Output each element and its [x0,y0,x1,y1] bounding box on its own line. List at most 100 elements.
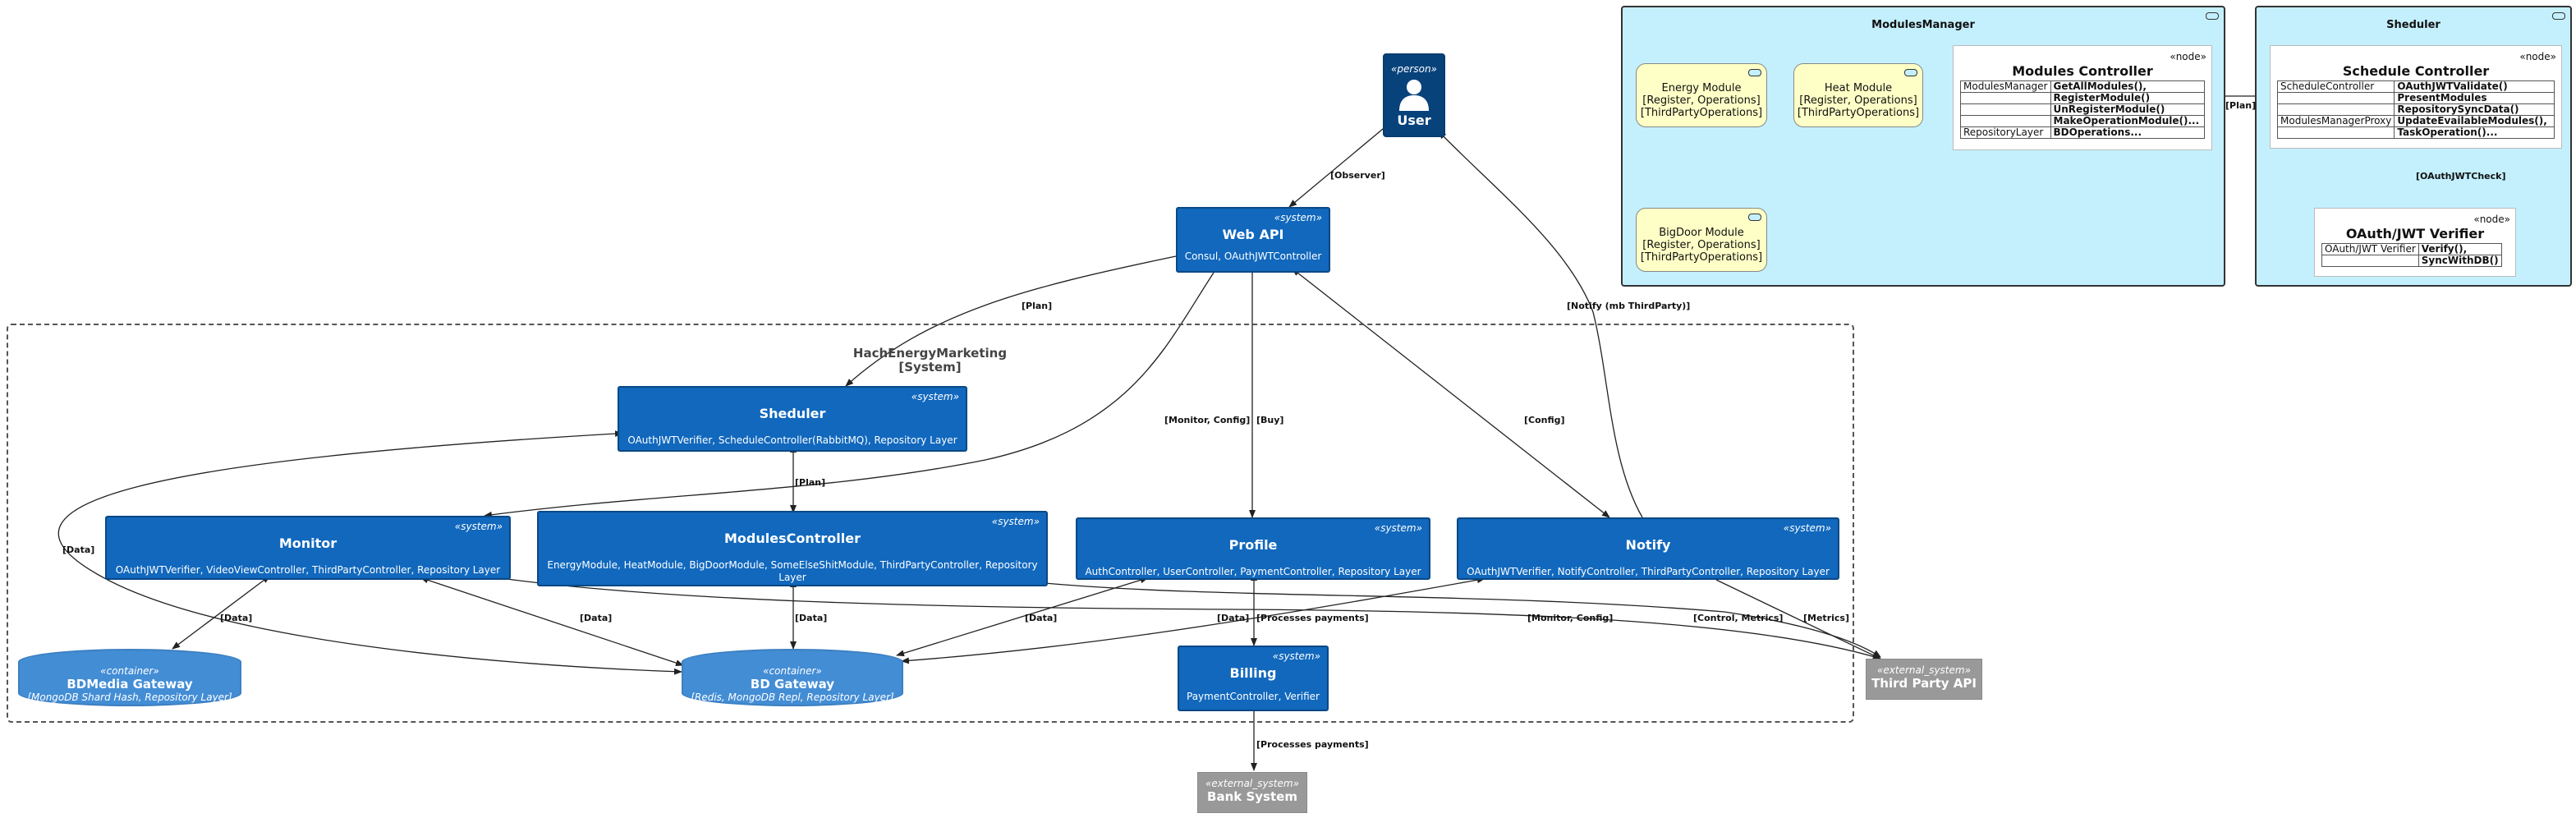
edge-label: [Plan] [2225,100,2257,111]
edge-label: [Data] [1025,613,1058,623]
edge-label: [Metrics] [1803,613,1849,623]
component-desc: [ThirdPartyOperations] [1797,107,1920,119]
modules-controller-node[interactable]: «node» Modules Controller ModulesManager… [1953,45,2212,150]
component-name: BigDoor Module [1659,227,1744,239]
edge-observer [1288,124,1389,208]
system-name: Monitor [278,535,337,551]
edge-label: [Data] [62,545,95,555]
package-icon [2552,12,2565,20]
edge-label: [Data] [220,613,253,623]
node-method: BDOperations... [2050,126,2205,139]
edge-label: [Data] [795,613,828,623]
node-cell: RepositoryLayer [1960,126,2051,139]
node-title: OAuth/JWT Verifier [2345,226,2485,241]
node-cell: OAuth/JWT Verifier [2321,243,2419,255]
package-title: Sheduler [2386,19,2441,31]
node-method: MakeOperationModule()... [2050,115,2205,127]
node-cell [2321,255,2419,267]
user-person[interactable]: «person» User [1383,53,1445,137]
package-title: ModulesManager [1871,19,1975,31]
node-method: UpdateEvailableModules(), [2394,115,2555,127]
container-name: BD Gateway [750,677,835,692]
external-name: Bank System [1207,789,1297,804]
external-stereotype: «external_system» [1205,778,1299,789]
system-desc: OAuthJWTVerifier, ScheduleController(Rab… [627,434,957,446]
schedule-controller-node[interactable]: «node» Schedule Controller ScheduleContr… [2270,45,2562,149]
external-stereotype: «external_system» [1877,664,1971,676]
node-method: PresentModules [2394,92,2555,104]
node-cell [1960,115,2051,127]
system-name: Billing [1229,665,1277,681]
bigdoor-module-component[interactable]: BigDoor Module [Register, Operations] [T… [1636,208,1767,272]
node-method: RepositorySyncData() [2394,103,2555,116]
edge-data-monitor-gw [420,577,684,666]
bdmedia-gateway-container[interactable]: «container» BDMedia Gateway [MongoDB Sha… [18,649,241,706]
bank-system-external[interactable]: «external_system» Bank System [1197,772,1307,813]
edge-label: [Processes payments] [1256,613,1369,623]
oauth-jwt-verifier-node[interactable]: «node» OAuth/JWT Verifier OAuth/JWT Veri… [2314,208,2516,277]
node-cell: ModulesManagerProxy [2276,115,2395,127]
edge-label: [Monitor, Config] [1527,613,1614,623]
edge-data-notify [901,577,1485,664]
component-icon [1904,69,1917,76]
component-icon [1748,69,1761,76]
node-method: TaskOperation()... [2394,126,2555,139]
notify-system[interactable]: «system» Notify OAuthJWTVerifier, Notify… [1457,517,1839,580]
sheduler-package[interactable]: Sheduler «node» Schedule Controller Sche… [2255,6,2572,287]
edge-monitor-config2 [500,577,1881,660]
edge-label: [OAuthJWTCheck] [2416,171,2506,182]
system-stereotype: «system» [454,521,503,532]
monitor-system[interactable]: «system» Monitor OAuthJWTVerifier, Video… [105,516,511,580]
node-stereotype: «node» [2170,51,2206,62]
system-stereotype: «system» [1272,650,1320,662]
component-name: Heat Module [1824,82,1893,94]
bd-gateway-container[interactable]: «container» BD Gateway [Redis, MongoDB R… [682,649,903,706]
heat-module-component[interactable]: Heat Module [Register, Operations] [Thir… [1793,63,1923,127]
node-method: RegisterModule() [2050,92,2205,104]
system-stereotype: «system» [991,516,1040,527]
web-api-system[interactable]: «system» Web API Consul, OAuthJWTControl… [1176,207,1330,273]
node-title: Modules Controller [2012,63,2153,79]
system-stereotype: «system» [1374,522,1422,534]
container-stereotype: «container» [100,665,159,677]
sheduler-system[interactable]: «system» Sheduler OAuthJWTVerifier, Sche… [618,386,967,452]
system-name: Profile [1228,537,1278,553]
edge-label: [Config] [1524,415,1565,425]
external-name: Third Party API [1871,676,1977,691]
system-desc: Consul, OAuthJWTController [1184,250,1322,262]
modules-controller-system[interactable]: «system» ModulesController EnergyModule,… [537,511,1048,586]
node-method: GetAllModules(), [2050,80,2205,93]
edge-label: [Data] [580,613,613,623]
node-cell [1960,103,2051,116]
edge-label: [Control, Metrics] [1693,613,1784,623]
edge-data-monitor-media [172,575,271,650]
component-name: Energy Module [1661,82,1742,94]
system-desc: OAuthJWTVerifier, VideoViewController, T… [115,564,501,576]
package-icon [2206,12,2219,20]
component-desc: [ThirdPartyOperations] [1640,251,1763,264]
edge-label: [Observer] [1330,170,1385,181]
system-stereotype: «system» [1274,212,1322,223]
system-boundary [7,324,1854,723]
third-party-api-external[interactable]: «external_system» Third Party API [1866,659,1982,700]
system-name: ModulesController [724,531,861,546]
energy-module-component[interactable]: Energy Module [Register, Operations] [Th… [1636,63,1767,127]
person-name: User [1397,113,1431,128]
node-stereotype: «node» [2519,51,2556,62]
node-cell [2276,126,2395,139]
billing-system[interactable]: «system» Billing PaymentController, Veri… [1178,646,1329,711]
system-desc: EnergyModule, HeatModule, BigDoorModule,… [547,559,1038,583]
container-desc: [Redis, MongoDB Repl, Repository Layer] [691,692,894,703]
system-desc: AuthController, UserController, PaymentC… [1085,566,1421,577]
component-desc: [Register, Operations] [1642,94,1761,107]
profile-system[interactable]: «system» Profile AuthController, UserCon… [1076,517,1430,580]
container-desc: [MongoDB Shard Hash, Repository Layer] [27,692,232,703]
modules-manager-package[interactable]: ModulesManager Energy Module [Register, … [1621,6,2225,287]
container-stereotype: «container» [763,665,822,677]
node-method: UnRegisterModule() [2050,103,2205,116]
edge-plan [845,255,1177,387]
boundary-type: [System] [898,360,962,375]
node-cell: ScheduleController [2276,80,2395,93]
node-cell: ModulesManager [1960,80,2051,93]
